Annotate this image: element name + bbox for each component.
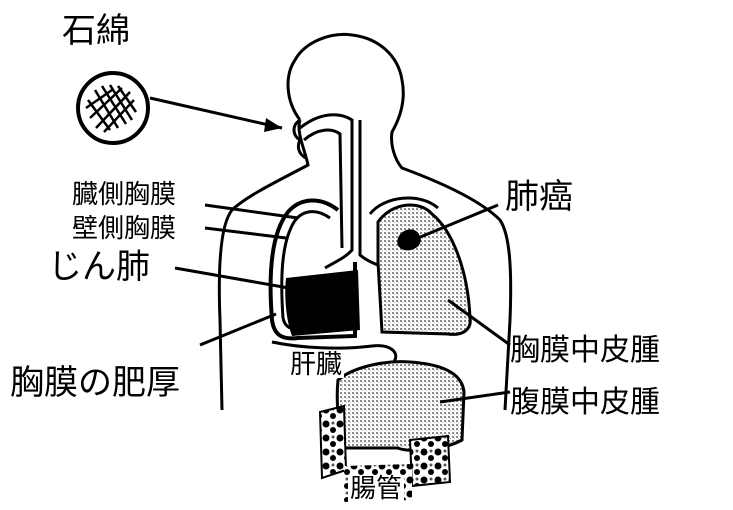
- intestine-left: [320, 406, 346, 478]
- asbestos-arrowhead: [264, 118, 282, 132]
- label-pneumoconiosis: じん肺: [48, 250, 150, 284]
- label-parietal-pleura: 壁側胸膜: [72, 216, 176, 242]
- leader-thickening: [200, 314, 276, 345]
- label-peritoneal-mesothelioma: 腹膜中皮腫: [510, 388, 660, 418]
- leader-asbestos: [150, 98, 282, 128]
- label-lung-cancer: 肺癌: [505, 180, 573, 214]
- label-intestine: 腸管: [348, 476, 404, 502]
- leader-parietal: [205, 228, 286, 238]
- intestine-right: [410, 436, 450, 486]
- label-pleural-thickening: 胸膜の肥厚: [10, 366, 180, 400]
- trachea-right: [304, 130, 342, 248]
- label-asbestos: 石綿: [62, 14, 130, 48]
- label-pleural-mesothelioma: 胸膜中皮腫: [510, 336, 660, 366]
- leader-visceral: [205, 205, 298, 218]
- asbestos-circle: [78, 73, 148, 143]
- label-visceral-pleura: 臓側胸膜: [72, 182, 176, 208]
- label-liver: 肝臓: [288, 352, 344, 378]
- right-lung: [378, 205, 470, 334]
- pneumoconiosis-region: [285, 270, 360, 336]
